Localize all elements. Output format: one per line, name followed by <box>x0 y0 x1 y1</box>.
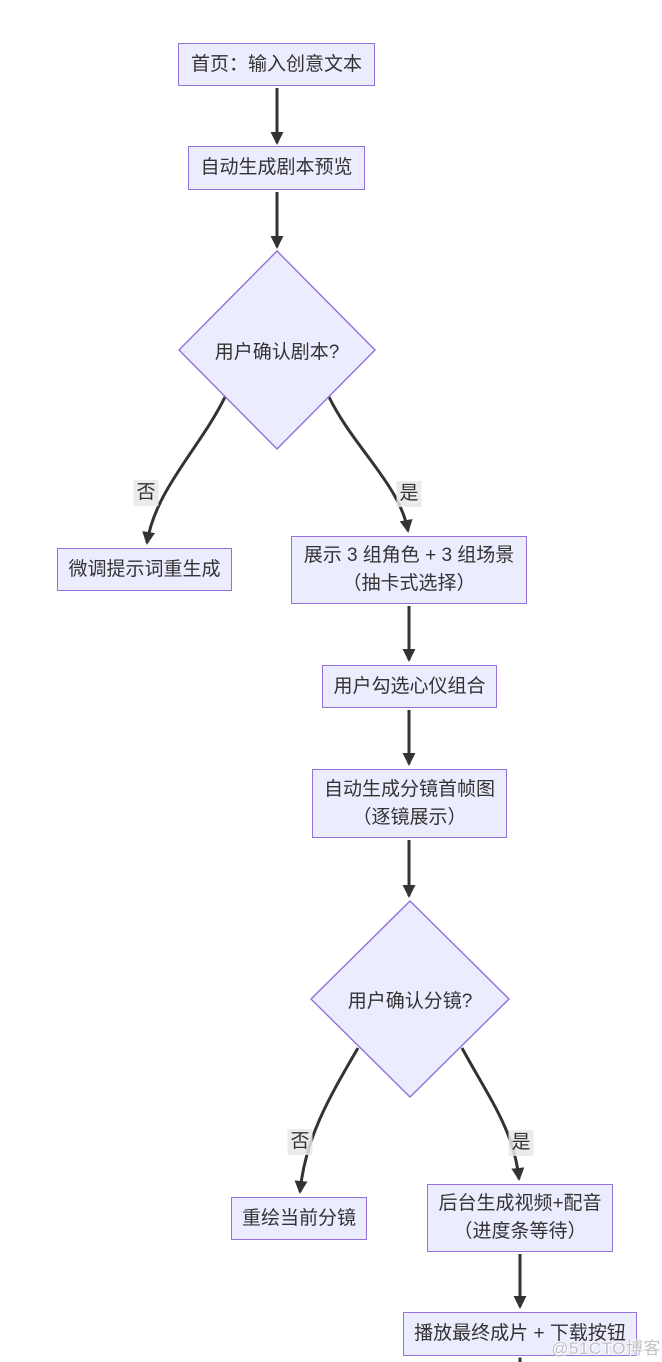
node-final-play-label: 播放最终成片 + 下载按钮 <box>414 1323 626 1344</box>
node-redraw-shot: 重绘当前分镜 <box>231 1197 367 1240</box>
node-pick-combo: 用户勾选心仪组合 <box>322 665 497 708</box>
edge-label-no-1: 否 <box>133 480 159 506</box>
node-regenerate-prompt: 微调提示词重生成 <box>57 548 232 591</box>
edge-confirm-storyboard-yes <box>460 1047 525 1181</box>
node-render-video-line2: （进度条等待） <box>453 1221 587 1242</box>
node-storyboard-frames-line2: （逐镜展示） <box>352 806 467 828</box>
node-render-video-line1: 后台生成视频+配音 <box>438 1193 602 1214</box>
node-show-cards: 展示 3 组角色 + 3 组场景 （抽卡式选择） <box>291 536 527 604</box>
edge-confirm-storyboard-no <box>294 1047 360 1194</box>
node-home-input-label: 首页：输入创意文本 <box>190 53 362 75</box>
node-regenerate-prompt-label: 微调提示词重生成 <box>68 558 221 580</box>
node-home-input: 首页：输入创意文本 <box>178 43 375 86</box>
edge-confirm-script-no <box>142 396 227 545</box>
node-script-preview: 自动生成剧本预览 <box>188 146 365 190</box>
decision-confirm-storyboard-shape <box>310 900 510 1098</box>
edge-label-yes-1: 是 <box>396 481 422 507</box>
node-storyboard-frames: 自动生成分镜首帧图 （逐镜展示） <box>312 769 507 838</box>
edge-label-no-2: 否 <box>287 1129 313 1155</box>
edge-confirm-script-yes <box>327 396 413 533</box>
node-final-play: 播放最终成片 + 下载按钮 <box>403 1312 637 1356</box>
node-script-preview-label: 自动生成剧本预览 <box>200 157 353 178</box>
node-show-cards-line1: 展示 3 组角色 + 3 组场景 <box>303 545 515 566</box>
decision-confirm-script-shape <box>178 250 376 450</box>
node-pick-combo-label: 用户勾选心仪组合 <box>333 675 486 697</box>
node-render-video: 后台生成视频+配音 （进度条等待） <box>427 1184 613 1252</box>
node-redraw-shot-label: 重绘当前分镜 <box>241 1207 356 1229</box>
node-show-cards-line2: （抽卡式选择） <box>342 573 476 594</box>
node-storyboard-frames-line1: 自动生成分镜首帧图 <box>323 778 495 800</box>
edge-label-yes-2: 是 <box>508 1130 534 1156</box>
